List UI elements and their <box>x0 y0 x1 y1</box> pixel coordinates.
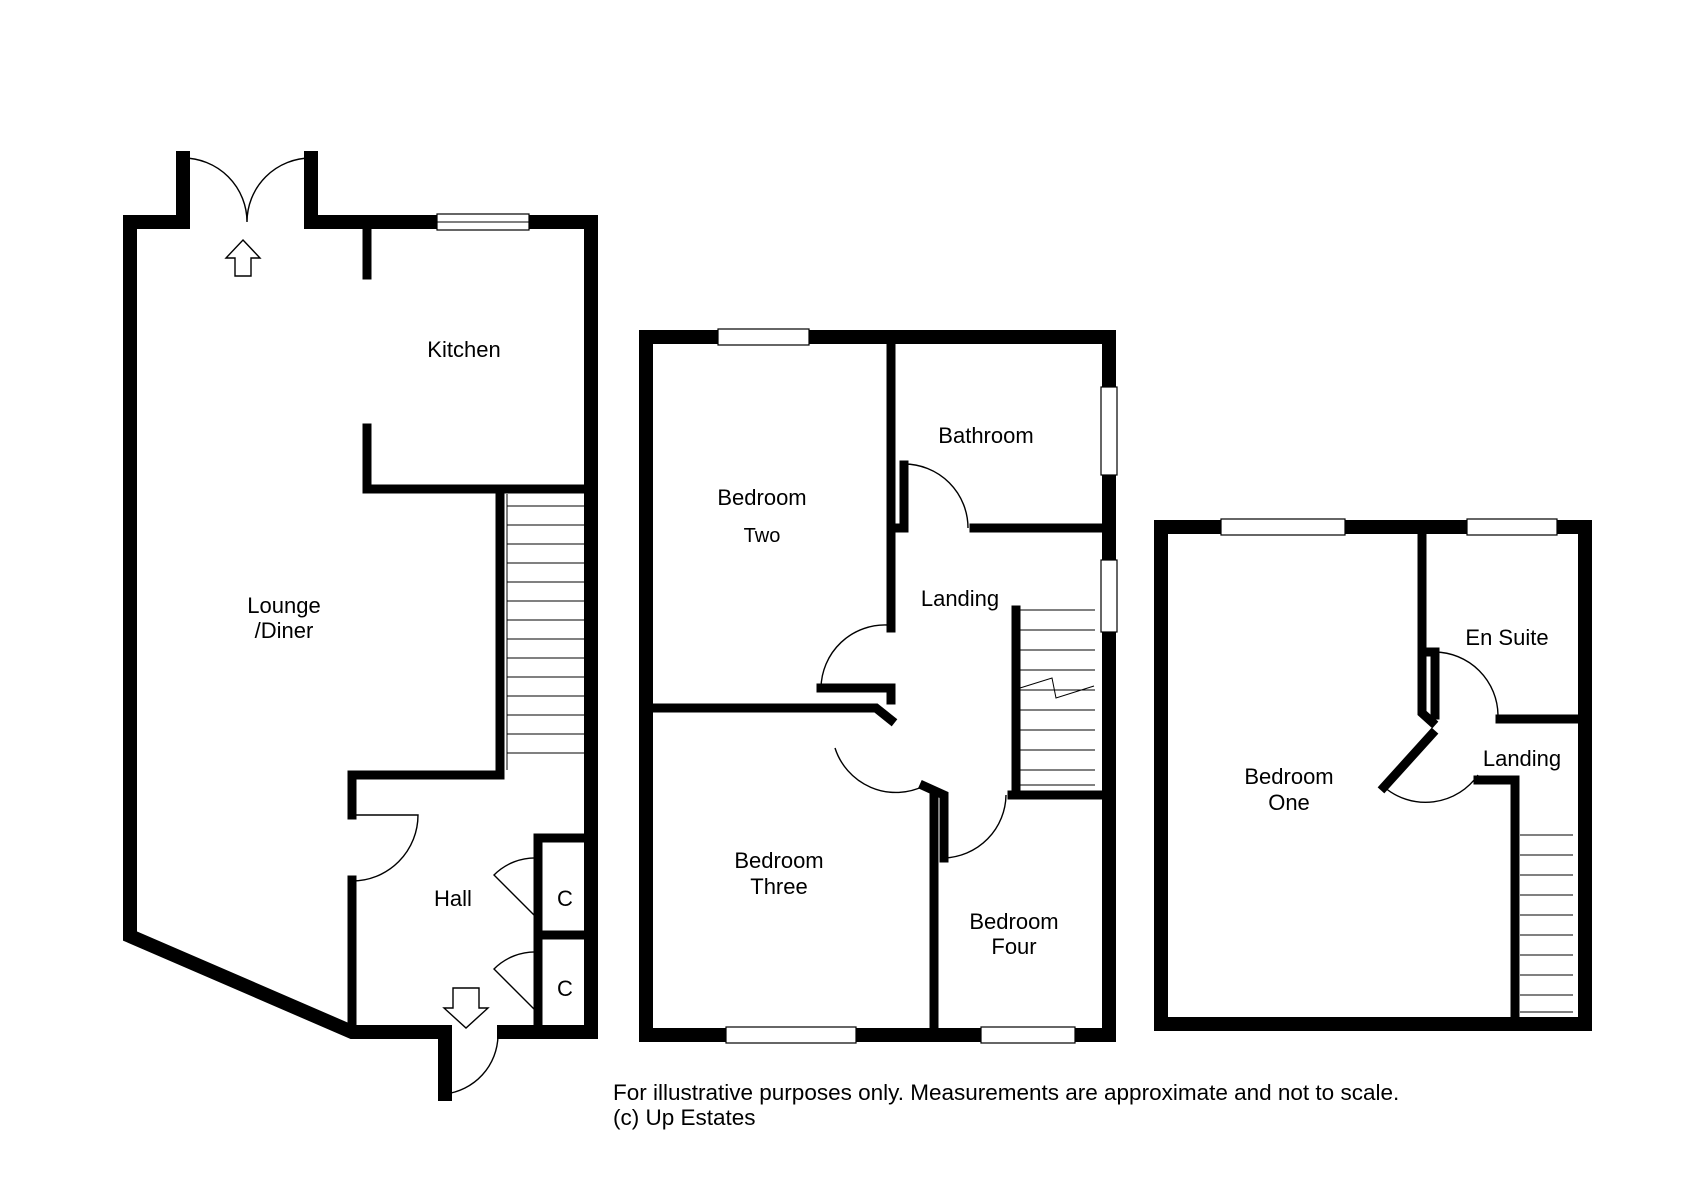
bedroom-two-label-line2: Two <box>744 525 781 547</box>
ground-floor-outer-wall <box>123 215 598 1039</box>
stair-wall <box>347 484 505 820</box>
bedroom-two-south-wall <box>641 703 898 727</box>
front-entry-arrow-icon <box>442 987 490 1029</box>
bedroom-two-label: Bedroom <box>717 485 806 510</box>
second-floor: En Suite Landing Bedroom One <box>1154 518 1592 1031</box>
bedroom-two-window <box>717 328 810 346</box>
cupboard-door-2 <box>493 951 539 1012</box>
bathroom-window <box>1100 386 1118 476</box>
bedroom-one-door <box>1383 774 1479 804</box>
bedroom-four-door-stub <box>918 780 949 863</box>
lounge-label-line2: /Diner <box>255 618 314 643</box>
en-suite-window <box>1466 518 1558 536</box>
kitchen-partition-lower <box>362 423 596 494</box>
rear-exit-arrow-icon <box>224 238 262 277</box>
lounge-label: Lounge <box>247 593 320 618</box>
second-floor-stairs <box>1520 834 1573 1013</box>
en-suite-door <box>1434 651 1499 716</box>
bathroom-door <box>903 463 969 529</box>
rear-french-door <box>182 157 312 223</box>
disclaimer-text: For illustrative purposes only. Measurem… <box>613 1080 1400 1105</box>
bedroom-two-door <box>820 624 889 689</box>
bedroom-one-label-line2: One <box>1268 790 1310 815</box>
bedroom-three-label: Bedroom <box>734 848 823 873</box>
first-floor-stairs <box>1019 609 1095 786</box>
bedroom-one-label: Bedroom <box>1244 764 1333 789</box>
cupboard-door-1 <box>493 857 539 918</box>
en-suite-label: En Suite <box>1465 625 1548 650</box>
ground-floor: Kitchen Lounge /Diner Hall C C <box>123 151 598 1101</box>
front-door <box>444 1032 499 1095</box>
landing-window <box>1100 559 1118 633</box>
second-floor-outer-wall <box>1154 520 1592 1031</box>
bedroom-three-label-line2: Three <box>750 874 807 899</box>
cupboard-label-2: C <box>557 976 573 1001</box>
bedroom-one-window <box>1220 518 1346 536</box>
landing-label: Landing <box>921 586 999 611</box>
en-suite-west-wall <box>1417 522 1439 729</box>
bathroom-label: Bathroom <box>938 423 1033 448</box>
landing-stair-wall <box>1473 775 1520 1029</box>
kitchen-label: Kitchen <box>427 337 500 362</box>
bedroom-four-label: Bedroom <box>969 909 1058 934</box>
copyright-text: (c) Up Estates <box>613 1105 756 1130</box>
bedroom-four-door <box>943 794 1007 859</box>
ground-stairs <box>506 494 584 770</box>
bedroom-two-door-stub <box>816 683 896 705</box>
cupboard-walls <box>533 833 596 1037</box>
bedroom-four-label-line2: Four <box>991 934 1036 959</box>
first-floor-outer-wall <box>639 330 1116 1042</box>
hall-label: Hall <box>434 886 472 911</box>
hall-to-lounge-door <box>351 814 419 882</box>
stair-break-icon <box>1019 677 1095 699</box>
bedroom-one-door-stub <box>1377 727 1439 794</box>
bedroom-three-window <box>725 1026 857 1044</box>
landing-label-second: Landing <box>1483 746 1561 771</box>
first-floor: Bathroom Bedroom Two Landing Bedroom Thr… <box>639 328 1118 1044</box>
cupboard-label-1: C <box>557 886 573 911</box>
bedroom-three-door <box>834 747 925 794</box>
disclaimer: For illustrative purposes only. Measurem… <box>613 1080 1399 1130</box>
bedroom-four-window <box>980 1026 1076 1044</box>
